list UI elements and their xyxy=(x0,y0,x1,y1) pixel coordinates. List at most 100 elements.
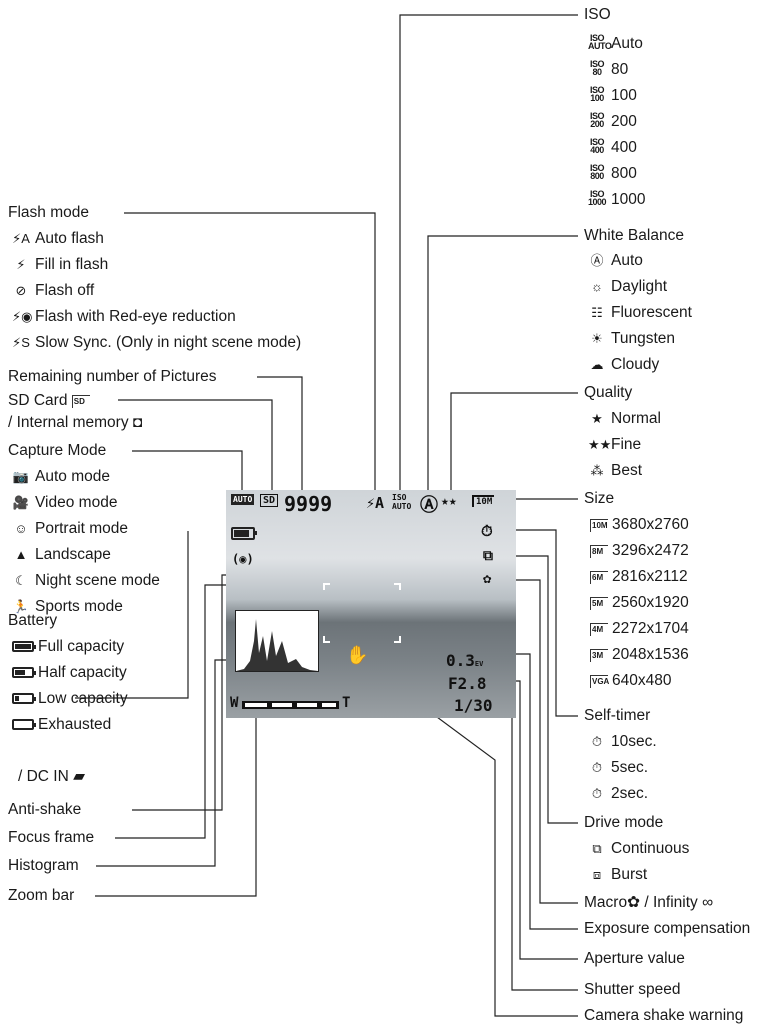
flash-item: ⚡Fill in flash xyxy=(12,256,108,274)
wb-item: ☷Fluorescent xyxy=(588,304,692,322)
timer-item: ⏱5sec. xyxy=(588,759,648,777)
zoom-bar xyxy=(242,701,339,709)
battery-item: Exhausted xyxy=(12,716,111,734)
battery-icon xyxy=(12,641,36,652)
hand-shake-icon: ✋ xyxy=(346,645,369,666)
sd-card-badge: SD xyxy=(260,494,279,507)
macro-osd-icon: ✿ xyxy=(483,571,492,587)
battery-icon xyxy=(12,693,36,704)
flash-item: ⊘Flash off xyxy=(12,282,95,300)
quality-item: ⁂Best xyxy=(588,462,643,480)
aperture-value-label: Aperture value xyxy=(584,950,685,967)
remaining-pictures-title: Remaining number of Pictures xyxy=(8,368,217,385)
capture-item: 🏃Sports mode xyxy=(12,598,123,615)
capture-item: ☾Night scene mode xyxy=(12,572,160,590)
wb-item: ☼Daylight xyxy=(588,278,667,296)
timer-icon: ⏱ xyxy=(591,760,603,775)
battery-icon xyxy=(12,719,36,730)
macro-label: Macro✿ / Infinity ∞ xyxy=(584,894,714,911)
size-badge: 10M xyxy=(472,495,495,507)
flash-item: ⚡◉Flash with Red-eye reduction xyxy=(12,308,236,325)
sd-card-label: SD Card SD xyxy=(8,392,94,410)
drive-icon: ⧈ xyxy=(592,867,602,882)
timer-icon: ⏱ xyxy=(591,734,603,749)
size-icon: 10M xyxy=(590,519,608,532)
quality-badge: ★★ xyxy=(441,494,457,509)
capture-icon: 🎥 xyxy=(12,495,30,510)
drive-item: ⧉Continuous xyxy=(588,840,689,858)
battery-item: Low capacity xyxy=(12,690,128,708)
drive-mode-title: Drive mode xyxy=(584,814,664,831)
camera-icon: ◘ xyxy=(132,414,143,431)
histogram-label: Histogram xyxy=(8,857,79,874)
remaining-count: 9999 xyxy=(284,492,333,516)
wb-item: ☁Cloudy xyxy=(588,356,660,374)
capture-item: 🎥Video mode xyxy=(12,494,118,511)
flash-mode-title: Flash mode xyxy=(8,204,89,221)
zoom-bar-t: T xyxy=(342,695,351,711)
internal-memory-label: / Internal memory ◘ xyxy=(8,414,143,431)
timer-icon: ⏱ xyxy=(591,786,603,801)
wb-icon: ☀ xyxy=(591,331,603,346)
camera-lcd-screen: AUTO SD 9999 ⚡A ISO AUTO Ⓐ ★★ 10M ⏱ ⧉ ✿ … xyxy=(226,490,516,718)
timer-item: ⏱2sec. xyxy=(588,785,648,803)
size-icon: 8M xyxy=(590,545,608,558)
capture-icon: ☾ xyxy=(15,573,27,588)
wb-icon: ☁ xyxy=(590,357,604,372)
size-icon: 3M xyxy=(590,649,608,662)
capture-mode-title: Capture Mode xyxy=(8,442,107,459)
flash-icon: ⚡S xyxy=(12,335,30,350)
selftimer-osd-icon: ⏱ xyxy=(481,522,493,540)
size-icon: 5M xyxy=(590,597,608,610)
flash-icon: ⚡A xyxy=(12,231,30,246)
focus-frame xyxy=(323,583,401,643)
quality-icon: ★★ xyxy=(588,437,612,452)
plug-icon: ▰ xyxy=(73,768,86,785)
capture-item: ☺Portrait mode xyxy=(12,520,128,538)
capture-icon: 🏃 xyxy=(12,599,30,614)
flash-icon: ⊘ xyxy=(15,283,27,298)
quality-item: ★★Fine xyxy=(588,436,642,453)
wb-icon: Ⓐ xyxy=(590,253,604,268)
flower-icon: ✿ xyxy=(627,894,641,911)
battery-item: Half capacity xyxy=(12,664,127,682)
iso-title: ISO xyxy=(584,6,611,23)
quality-icon: ★ xyxy=(591,411,603,426)
flash-icon: ⚡◉ xyxy=(12,309,33,324)
anti-shake-osd-icon: (◉) xyxy=(232,552,254,566)
timer-item: ⏱10sec. xyxy=(588,733,657,751)
quality-item: ★Normal xyxy=(588,410,661,428)
white-balance-title: White Balance xyxy=(584,227,684,244)
histogram xyxy=(235,610,319,672)
battery-icon xyxy=(12,667,36,678)
flash-badge: ⚡A xyxy=(366,494,385,512)
capture-item: 📷Auto mode xyxy=(12,468,110,485)
capture-icon: ☺ xyxy=(14,521,28,536)
capture-item: ▲Landscape xyxy=(12,546,111,564)
zoom-bar-label: Zoom bar xyxy=(8,887,75,904)
dc-in-label: / DC IN ▰ xyxy=(18,768,86,785)
white-balance-badge: Ⓐ xyxy=(420,495,438,516)
size-icon: 4M xyxy=(590,623,608,636)
anti-shake-label: Anti-shake xyxy=(8,801,82,818)
capture-icon: 📷 xyxy=(12,469,30,484)
flash-icon: ⚡ xyxy=(16,257,26,272)
